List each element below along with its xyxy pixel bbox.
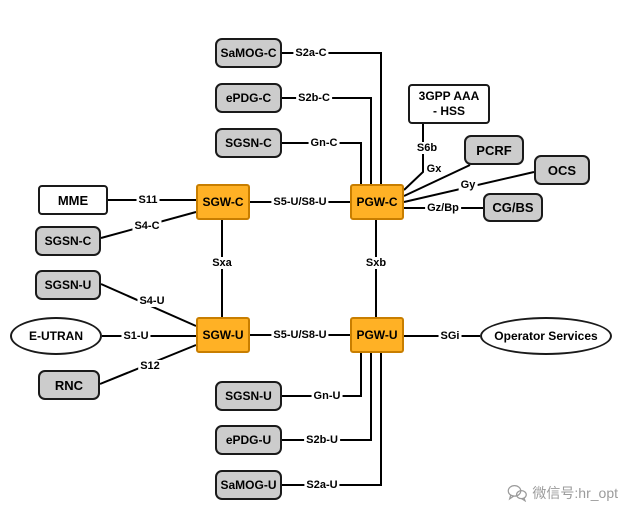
node-e-utran-label: E-UTRAN: [29, 329, 83, 343]
edge-label-s4-u: S4-U: [137, 295, 167, 307]
node-sgsn-c-top-label: SGSN-C: [225, 136, 272, 150]
node-ocs-label: OCS: [547, 162, 577, 178]
edge-s2a-c-line: [282, 52, 382, 184]
node-3gpp-aaa-hss-line2: - HSS: [432, 104, 465, 118]
edge-label-s12: S12: [138, 360, 162, 372]
node-3gpp-aaa-hss-line1: 3GPP AAA: [418, 89, 480, 103]
node-rnc: RNC: [38, 370, 100, 400]
node-mme-label: MME: [57, 192, 89, 208]
node-epdg-c: ePDG-C: [215, 83, 282, 113]
node-epdg-u-label: ePDG-U: [225, 433, 272, 447]
node-pcrf-label: PCRF: [476, 142, 512, 158]
edge-label-s4-c: S4-C: [132, 220, 162, 232]
edge-label-gz-bp: Gz/Bp: [425, 202, 461, 214]
node-sgw-u: SGW-U: [196, 317, 250, 353]
watermark: 微信号:hr_opt: [507, 483, 618, 503]
node-sgsn-u-left: SGSN-U: [35, 270, 101, 300]
node-sgsn-u-bottom-label: SGSN-U: [225, 389, 272, 403]
node-epdg-u: ePDG-U: [215, 425, 282, 455]
node-samog-u-label: SaMOG-U: [220, 478, 277, 492]
node-sgsn-u-left-label: SGSN-U: [44, 278, 92, 292]
edge-label-s2a-u: S2a-U: [304, 479, 340, 491]
node-e-utran: E-UTRAN: [10, 317, 102, 355]
node-sgw-c: SGW-C: [196, 184, 250, 220]
edge-label-s1-u: S1-U: [121, 330, 151, 342]
edge-gn-u-line: [282, 353, 362, 397]
edge-label-sgi: SGi: [438, 330, 462, 342]
node-samog-u: SaMOG-U: [215, 470, 282, 500]
node-pgw-u-label: PGW-U: [356, 328, 398, 342]
node-cg-bs-label: CG/BS: [492, 200, 534, 215]
node-sgw-c-label: SGW-C: [202, 195, 244, 209]
edge-label-gn-u: Gn-U: [311, 390, 343, 402]
node-samog-c-label: SaMOG-C: [220, 46, 277, 60]
edge-label-s2a-c: S2a-C: [293, 47, 329, 59]
node-samog-c: SaMOG-C: [215, 38, 282, 68]
edge-label-s5u-s8u-u: S5-U/S8-U: [271, 329, 329, 341]
node-operator-services-label: Operator Services: [494, 329, 598, 343]
node-sgsn-c-top: SGSN-C: [215, 128, 282, 158]
edge-label-s2b-u: S2b-U: [304, 434, 340, 446]
edge-s2a-u-line: [282, 353, 382, 486]
node-sgsn-c-left: SGSN-C: [35, 226, 101, 256]
edge-label-sxa: Sxa: [210, 257, 234, 269]
wechat-bubbles-icon: [508, 485, 528, 502]
edge-label-gn-c: Gn-C: [308, 137, 340, 149]
node-mme: MME: [38, 185, 108, 215]
node-operator-services: Operator Services: [480, 317, 612, 355]
node-pcrf: PCRF: [464, 135, 524, 165]
node-ocs: OCS: [534, 155, 590, 185]
node-pgw-u: PGW-U: [350, 317, 404, 353]
edge-label-gy: Gy: [458, 179, 478, 191]
edge-gn-c-line: [282, 142, 362, 184]
node-sgw-u-label: SGW-U: [202, 328, 244, 342]
edge-label-s11: S11: [136, 194, 160, 206]
node-pgw-c-label: PGW-C: [356, 195, 398, 209]
node-cg-bs: CG/BS: [483, 193, 543, 222]
edge-label-s5u-s8u-c: S5-U/S8-U: [271, 196, 329, 208]
node-3gpp-aaa-hss: 3GPP AAA - HSS: [408, 84, 490, 124]
edge-label-gx: Gx: [424, 163, 444, 175]
edge-label-sxb: Sxb: [363, 257, 389, 269]
node-epdg-c-label: ePDG-C: [225, 91, 272, 105]
edge-s6b-line: [403, 124, 424, 191]
node-sgsn-c-left-label: SGSN-C: [44, 234, 92, 248]
edge-label-s6b: S6b: [414, 142, 440, 154]
node-rnc-label: RNC: [54, 377, 84, 393]
node-sgsn-u-bottom: SGSN-U: [215, 381, 282, 411]
edge-gx-line: [403, 164, 471, 197]
edge-label-s2b-c: S2b-C: [296, 92, 332, 104]
node-pgw-c: PGW-C: [350, 184, 404, 220]
watermark-text: 微信号:hr_opt: [532, 485, 618, 501]
